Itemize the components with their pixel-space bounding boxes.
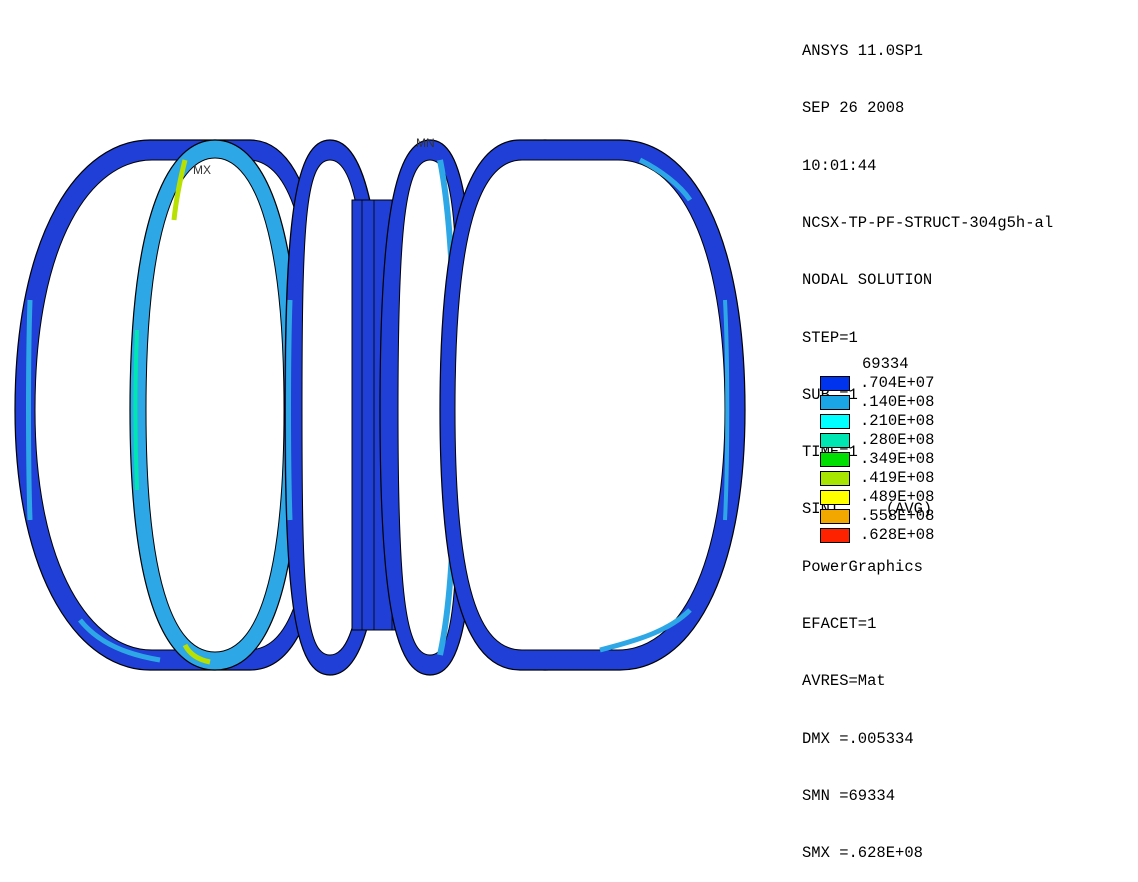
legend-label: .280E+08 (860, 431, 935, 449)
legend-label: .140E+08 (860, 393, 935, 411)
legend-min-value: 69334 (862, 355, 909, 373)
min-marker: MN (416, 136, 435, 150)
legend-label: .210E+08 (860, 412, 935, 430)
legend-swatch (820, 471, 850, 486)
info-line: NODAL SOLUTION (802, 271, 933, 290)
info-line: NCSX-TP-PF-STRUCT-304g5h-al (802, 214, 1054, 233)
legend-row: .704E+07 (820, 374, 1080, 393)
legend-swatch (820, 433, 850, 448)
legend-row: .349E+08 (820, 450, 1080, 469)
coil-right-outer (439, 139, 746, 671)
legend-swatch (820, 376, 850, 391)
legend-swatch (820, 414, 850, 429)
legend-row: .419E+08 (820, 469, 1080, 488)
legend-row: .210E+08 (820, 412, 1080, 431)
legend-swatch (820, 528, 850, 543)
legend-label: .489E+08 (860, 488, 935, 506)
legend-row: .628E+08 (820, 526, 1080, 545)
legend-row: .280E+08 (820, 431, 1080, 450)
legend-swatch (820, 509, 850, 524)
info-line: SEP 26 2008 (802, 99, 905, 118)
info-line: AVRES=Mat (802, 672, 886, 691)
info-line: STEP=1 (802, 328, 858, 347)
coil-stress-plot: MX MN (14, 136, 746, 676)
legend-label: .558E+08 (860, 507, 935, 525)
legend-swatch (820, 490, 850, 505)
info-line: SMN =69334 (802, 786, 896, 805)
legend-label: .704E+07 (860, 374, 935, 392)
info-line: 10:01:44 (802, 156, 877, 175)
max-marker: MX (193, 163, 211, 177)
coil-left-inner (129, 139, 301, 671)
legend-label: .419E+08 (860, 469, 935, 487)
legend-row: .558E+08 (820, 507, 1080, 526)
legend-swatch (820, 452, 850, 467)
info-line: SMX =.628E+08 (802, 844, 923, 863)
legend-label: .628E+08 (860, 526, 935, 544)
info-line: EFACET=1 (802, 615, 877, 633)
info-line: ANSYS 11.0SP1 (802, 42, 923, 61)
legend-swatch (820, 395, 850, 410)
info-line: PowerGraphics (802, 557, 923, 576)
legend-label: .349E+08 (860, 450, 935, 468)
legend-row: .140E+08 (820, 393, 1080, 412)
legend-row: .489E+08 (820, 488, 1080, 507)
info-line: DMX =.005334 (802, 729, 914, 748)
